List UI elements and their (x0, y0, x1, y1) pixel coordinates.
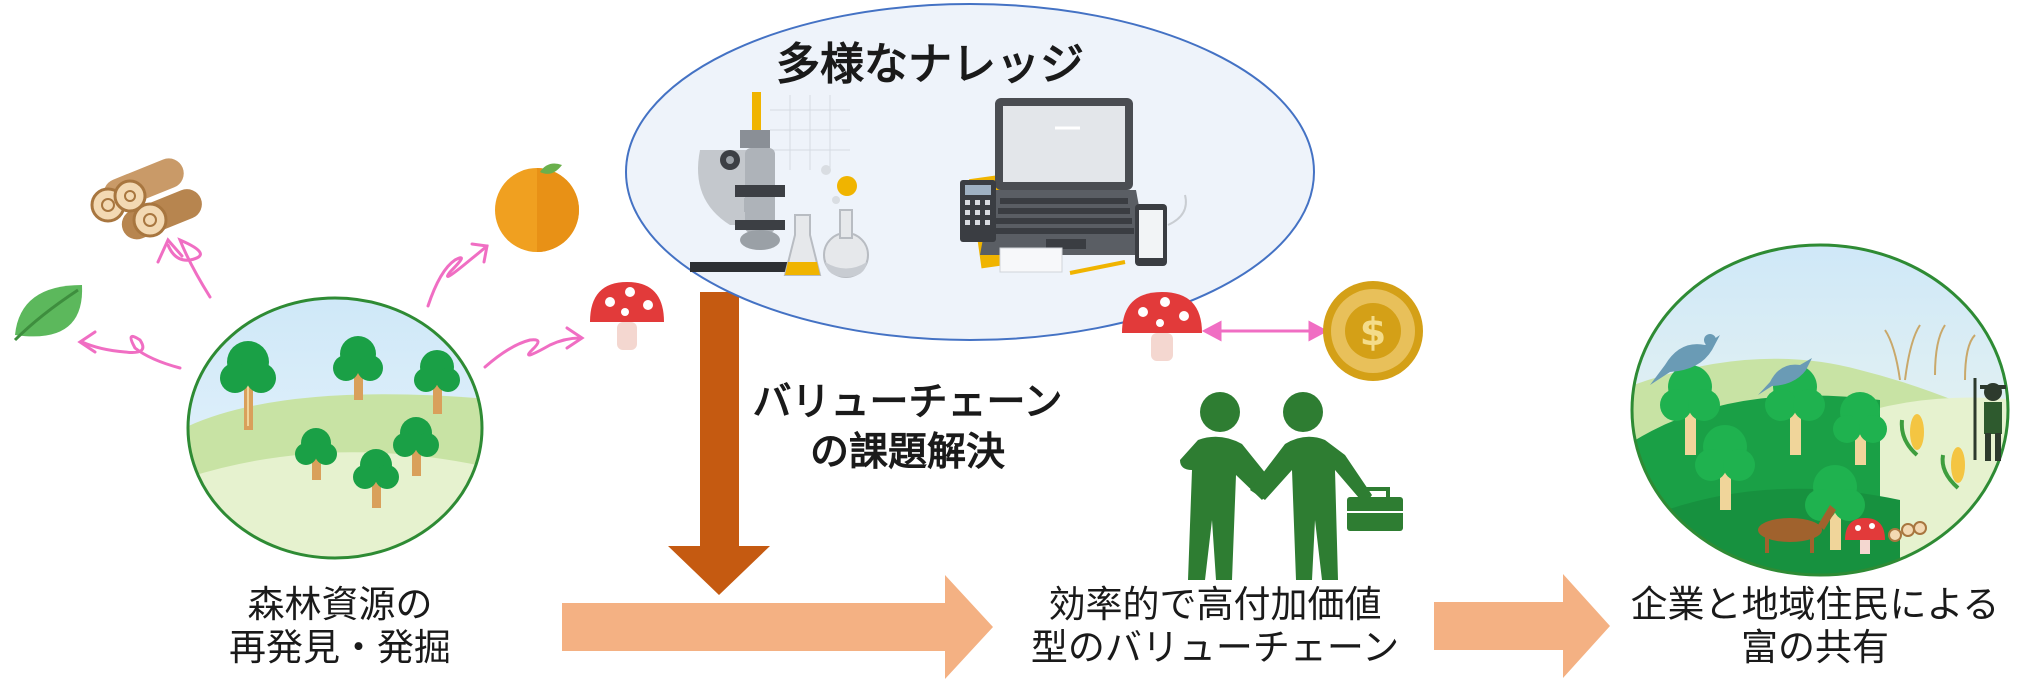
mushroom-icon-2 (1122, 292, 1202, 361)
farmer-icon (1973, 378, 2006, 461)
mushroom-icon (590, 282, 664, 350)
leaf-icon (13, 285, 83, 342)
stage-2-line2: 型のバリューチェーン (1030, 626, 1400, 669)
handshake-icon (1180, 392, 1372, 580)
paper-icon (999, 247, 1063, 273)
laptop-icon (980, 98, 1148, 255)
exchange-arrow (1201, 320, 1329, 342)
down-arrow (668, 292, 770, 595)
lab-grid (770, 95, 850, 170)
deer-icon (1758, 505, 1836, 553)
stage-2-line1: 効率的で高付加価値 (1048, 583, 1382, 626)
forest-trees (220, 336, 460, 508)
coin-icon: $ (1323, 281, 1423, 381)
bird-icon (1650, 334, 1720, 385)
stage-3-caption: 企業と地域住民による 富の共有 (1615, 583, 2015, 669)
grass-icon (1884, 324, 1976, 381)
svg-text:$: $ (1360, 310, 1386, 354)
stage-2-caption: 効率的で高付加価値 型のバリューチェーン (1005, 583, 1425, 669)
orange-icon (495, 163, 579, 252)
challenge-label: バリューチェーン の課題解決 (735, 378, 1080, 478)
forest-circle (186, 296, 484, 560)
flask-icon (783, 165, 869, 278)
phone-icon (1135, 194, 1187, 266)
shared-wealth-circle (1630, 243, 2010, 577)
logs-icon (90, 158, 202, 240)
stage-1-line2: 再発見・発掘 (229, 626, 451, 669)
flow-arrow-2 (1434, 574, 1610, 678)
briefcase-icon (1347, 487, 1403, 531)
stage-3-line2: 富の共有 (1741, 626, 1889, 669)
flow-arrow-1 (562, 575, 993, 679)
microscope-icon (690, 92, 790, 272)
pencil-icon (1069, 260, 1126, 275)
stage-1-line1: 森林資源の (247, 583, 433, 626)
challenge-label-line2: の課題解決 (809, 430, 1005, 475)
small-logs-icon (1888, 521, 1927, 542)
pink-arrows (77, 237, 585, 370)
small-mushroom-icon (1845, 518, 1885, 554)
stage-3-line1: 企業と地域住民による (1630, 583, 2000, 626)
right-trees (1660, 365, 1887, 550)
challenge-label-line1: バリューチェーン (752, 380, 1063, 425)
calculator-icon (960, 180, 996, 242)
bird-icon-2 (1758, 358, 1812, 395)
stage-1-caption: 森林資源の 再発見・発掘 (170, 583, 510, 669)
corn-icon (1899, 414, 1965, 490)
knowledge-title: 多様なナレッジ (776, 39, 1084, 90)
